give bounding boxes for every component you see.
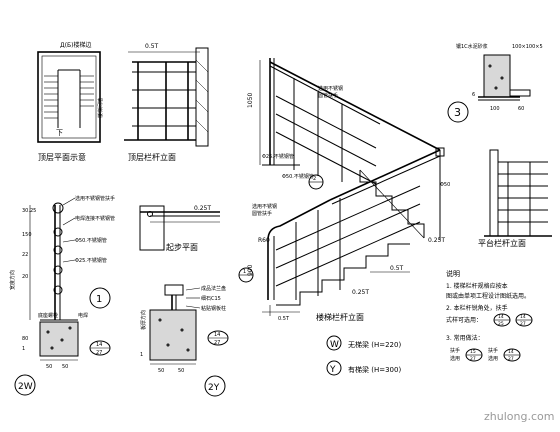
post-dim-3: 20 xyxy=(22,274,28,280)
notes-row-label-1: 选用 xyxy=(450,355,460,362)
base-dim-1: 50 xyxy=(158,368,164,374)
legend-w-letter: W xyxy=(330,340,339,350)
post-ref-top: 14 xyxy=(96,342,102,348)
legend-w-text: 无梯梁 (H=220) xyxy=(348,340,401,349)
post-dim-2: 22 xyxy=(22,252,28,258)
sec3-label: 镶1C水泥砂浆 xyxy=(456,43,488,50)
notes-line-4: 3. 常用做法： xyxy=(446,334,484,342)
post-dim-5: 1 xyxy=(22,346,25,352)
main-label-1: 圆管扶手 xyxy=(318,92,338,99)
notes-line-1: 图或由单项工程设计图纸选用。 xyxy=(446,292,530,300)
start-plan-dim: 0.25T xyxy=(194,205,211,212)
post-dim-0: 30.25 xyxy=(22,208,36,214)
post-label-1: 电焊连接不锈钢管 xyxy=(75,215,115,222)
notes-row-label-0: 扶手 xyxy=(450,347,460,354)
top-elev-dim: 0.5T xyxy=(145,43,159,50)
sec3-dim-0: 100×100×5 xyxy=(512,44,543,50)
notes-line-2: 2. 本栏杆锐角处，扶手 xyxy=(446,304,508,312)
notes-row-label2-0: 扶手 xyxy=(488,347,498,354)
sec3-dim-1: 100 xyxy=(490,106,500,112)
post-label-4: 底座螺栓 xyxy=(38,312,58,319)
legend-y-letter: Y xyxy=(329,365,336,375)
post-side-label: 宽度方向 xyxy=(9,270,16,290)
sec3-dim-3: 6 xyxy=(472,92,475,98)
notes-ref1-top: 14 xyxy=(498,314,504,320)
base-ref-bot: 27 xyxy=(214,340,220,346)
legend: W 无梯梁 (H=220) Y 有梯梁 (H=300) xyxy=(326,335,401,376)
base-detail: 板厚方向 成品法兰盘 细石C15 粘贴钢板柱 14 27 50 50 1 2Y xyxy=(140,284,229,397)
main-dim-0: 1050 xyxy=(247,93,254,108)
post-bottom-dim-0: 50 xyxy=(46,364,52,370)
plan-caption: 顶层平面示意 xyxy=(38,152,86,162)
main-caption: 楼梯栏杆立面 xyxy=(316,312,364,322)
base-label-1: 细石C15 xyxy=(201,295,221,302)
platform-caption: 平台栏杆立面 xyxy=(478,238,526,248)
post-bottom-dim-1: 50 xyxy=(62,364,68,370)
notes-title: 说明 xyxy=(446,269,460,278)
notes-line-0: 1. 楼梯栏杆规格应按本 xyxy=(446,282,508,290)
base-side-label: 板厚方向 xyxy=(140,310,147,330)
main-label-3: Φ50.不锈钢管 xyxy=(282,173,314,180)
notes-ref4-top: 14 xyxy=(508,349,514,355)
plan-wall-label: 楼梯间墙 xyxy=(97,98,104,118)
post-label-5: 电焊 xyxy=(78,312,88,319)
platform-railing-elevation: 平台栏杆立面 xyxy=(478,149,552,248)
notes-ref3-top: 15 xyxy=(470,349,476,355)
start-plan-caption: 起步平面 xyxy=(166,243,198,252)
notes-ref2-bot: 27 xyxy=(520,321,526,327)
section-3-detail: 镶1C水泥砂浆 100×100×5 100 60 6 3 xyxy=(447,43,543,123)
main-callout-b: 1 xyxy=(243,269,246,275)
base-dim-2: 50 xyxy=(178,368,184,374)
sec3-dim-2: 60 xyxy=(518,106,524,112)
plan-down-letter: 下 xyxy=(56,129,63,137)
post-dim-4: 80 xyxy=(22,336,28,342)
post-detail: 30.25 150 22 20 宽度方向 选用不锈钢管扶手 电焊连接不锈钢管 Φ… xyxy=(9,195,115,396)
legend-w-symbol xyxy=(326,335,342,351)
main-label-2: Φ25.不锈钢管 xyxy=(262,153,294,160)
main-label-0: 选用不锈钢 xyxy=(318,85,343,92)
notes-row-label2-1: 选用 xyxy=(488,355,498,362)
base-label-2: 粘贴钢板柱 xyxy=(201,305,226,312)
main-dim-2: 0.25T xyxy=(428,237,445,244)
top-floor-plan: Д(Б)楼梯边 下 楼梯间墙 顶层平面示意 xyxy=(37,41,104,162)
post-dim-1: 150 xyxy=(22,232,32,238)
plan-edge-label: Д(Б)楼梯边 xyxy=(60,41,92,49)
main-label-6: Φ50 xyxy=(440,182,450,188)
top-railing-elevation: 0.5T 顶层栏杆立面 xyxy=(124,43,209,162)
main-dim-1: 900 xyxy=(247,264,254,276)
post-ref-2w: 2W xyxy=(18,382,33,392)
main-dim-3: 0.5T xyxy=(390,265,404,272)
notes-ref2-top: 14 xyxy=(520,314,526,320)
top-elev-caption: 顶层栏杆立面 xyxy=(128,152,176,162)
base-ref-top: 14 xyxy=(214,332,220,338)
base-dim-0: 1 xyxy=(140,352,143,358)
watermark-text: zhulong.com xyxy=(484,410,554,423)
legend-y-symbol xyxy=(326,360,342,376)
post-label-0: 选用不锈钢管扶手 xyxy=(75,195,115,202)
stair-railing-elevation: 1050 选用不锈钢 圆管扶手 Φ25.不锈钢管 Φ50.不锈钢管 2 R60 … xyxy=(238,58,450,322)
main-callout-a: 2 xyxy=(313,176,316,182)
notes: 说明 1. 楼梯栏杆规格应按本 图或由单项工程设计图纸选用。 2. 本栏杆锐角处… xyxy=(446,269,533,362)
start-plan: 0.25T 起步平面 xyxy=(139,205,220,252)
post-ref-bot: 27 xyxy=(96,350,102,356)
main-label-4: 选用不锈钢 xyxy=(252,203,277,210)
legend-y-text: 有梯梁 (H=300) xyxy=(348,365,401,374)
notes-line-3: 式样可选用： xyxy=(446,316,482,324)
base-ref-2y: 2Y xyxy=(208,383,220,393)
main-label-5: 圆管扶手 xyxy=(252,210,272,217)
post-label-2: Φ50.不锈钢管 xyxy=(75,237,107,244)
notes-ref4-bot: 27 xyxy=(508,356,514,362)
main-label-7: R60 xyxy=(258,237,270,244)
main-dim-4: 0.25T xyxy=(352,289,369,296)
post-label-3: Φ25.不锈钢管 xyxy=(75,257,107,264)
notes-ref1-bot: 25 xyxy=(498,321,504,327)
sec3-ref: 3 xyxy=(454,106,461,119)
main-dim-5: 0.5T xyxy=(278,316,290,322)
base-label-0: 成品法兰盘 xyxy=(201,285,226,292)
post-callout-1: 1 xyxy=(96,294,102,305)
notes-ref3-bot: 27 xyxy=(470,356,476,362)
